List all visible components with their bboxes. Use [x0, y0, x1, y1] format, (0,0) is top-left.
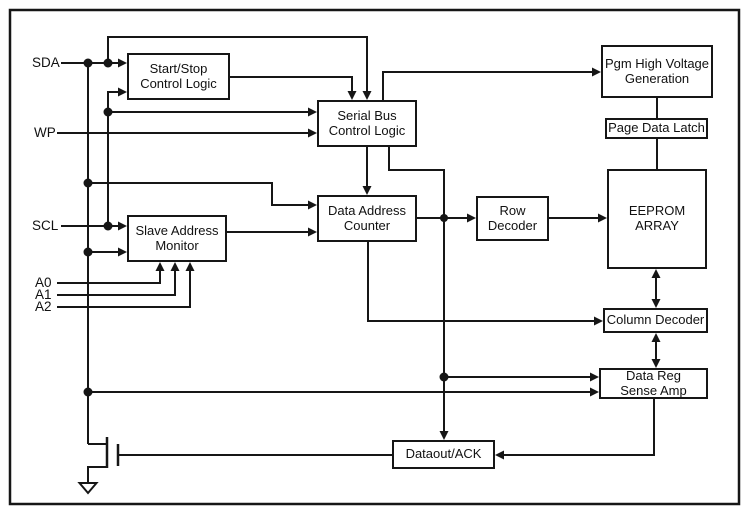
block-dataout-ack: Dataout/ACK: [392, 440, 495, 469]
junction-dot: [103, 58, 113, 68]
pin-label-scl: SCL: [32, 218, 59, 233]
wire-serialbus-to-pgmhv: [382, 71, 592, 100]
arrowheads: [118, 58, 661, 460]
arrowhead: [651, 269, 661, 278]
arrowhead: [362, 186, 372, 195]
junction-dot: [83, 247, 93, 257]
wire-sda-to-addresscounter: [88, 182, 308, 206]
block-data-address-counter: Data Address Counter: [317, 195, 417, 242]
junction-dot: [439, 372, 449, 382]
arrowhead: [362, 91, 372, 100]
pin-label-wp: WP: [34, 125, 56, 140]
arrowhead: [118, 87, 127, 97]
block-label: Dataout/ACK: [405, 446, 482, 462]
block-slave-address-monitor: Slave Address Monitor: [127, 215, 227, 262]
wire-addresscounter-to-columndecoder: [367, 242, 594, 322]
arrowhead: [592, 67, 601, 77]
arrowhead: [185, 262, 195, 271]
wire-a0: [57, 271, 161, 284]
arrowhead: [495, 450, 504, 460]
block-start-stop-control-logic: Start/Stop Control Logic: [127, 53, 230, 100]
block-row-decoder: Row Decoder: [476, 196, 549, 241]
arrowhead: [118, 221, 127, 231]
arrowhead: [170, 262, 180, 271]
mosfet-icon: [87, 437, 120, 483]
block-label: EEPROM ARRAY: [628, 203, 686, 233]
block-serial-bus-control-logic: Serial Bus Control Logic: [317, 100, 417, 147]
arrowhead: [590, 387, 599, 397]
block-label: Data Address Counter: [327, 202, 407, 233]
block-label: Serial Bus Control Logic: [328, 107, 406, 138]
block-data-reg-sense-amp: Data Reg Sense Amp: [599, 368, 708, 399]
block-column-decoder: Column Decoder: [603, 308, 708, 333]
arrowhead: [308, 227, 317, 237]
arrowhead: [155, 262, 165, 271]
arrowhead: [590, 372, 599, 382]
junction-dot: [103, 107, 113, 117]
arrowhead: [598, 213, 607, 223]
block-label: Data Reg Sense Amp: [620, 367, 687, 398]
block-label: Page Data Latch: [608, 120, 705, 136]
pin-label-a0: A0: [35, 275, 52, 290]
wire-startstop-to-serialbus: [230, 76, 353, 91]
arrowhead: [467, 213, 476, 223]
arrowhead: [308, 107, 317, 117]
block-label: Row Decoder: [487, 202, 538, 233]
block-label: Pgm High Voltage Generation: [604, 55, 710, 86]
mosfet-source: [87, 466, 107, 483]
arrowhead: [651, 299, 661, 308]
block-label: Column Decoder: [606, 312, 705, 328]
arrowhead: [347, 91, 357, 100]
ground-icon: [77, 482, 99, 495]
pin-label-sda: SDA: [32, 55, 60, 70]
arrowhead: [308, 200, 317, 210]
junction-dot: [440, 214, 448, 222]
junction-dot: [103, 221, 113, 231]
arrowhead: [651, 333, 661, 342]
block-eeprom-array: EEPROM ARRAY: [607, 169, 707, 269]
junction-dot: [83, 178, 93, 188]
diagram-border: [8, 8, 741, 506]
arrowhead: [118, 58, 127, 68]
wire-sensamp-to-dataout: [504, 399, 655, 456]
junction-dot: [83, 58, 93, 68]
arrowhead: [308, 128, 317, 138]
block-pgm-high-voltage-generation: Pgm High Voltage Generation: [601, 45, 713, 98]
arrowhead: [651, 359, 661, 368]
wire-a1: [57, 271, 176, 296]
block-label: Slave Address Monitor: [135, 222, 219, 253]
junction-dot: [83, 387, 93, 397]
block-label: Start/Stop Control Logic: [140, 60, 217, 91]
arrowhead: [594, 316, 603, 326]
wire-scl-rail-to-startstop: [107, 91, 118, 226]
wire-a2: [57, 271, 191, 308]
wire-serialbus-to-dataout-rail: [388, 147, 445, 431]
arrowhead: [118, 247, 127, 257]
junction-dots: [83, 58, 449, 397]
pin-label-a2: A2: [35, 299, 52, 314]
arrowhead: [439, 431, 449, 440]
wire-sda-to-serialbus-top: [107, 36, 368, 91]
pin-label-a1: A1: [35, 287, 52, 302]
block-page-data-latch: Page Data Latch: [605, 118, 708, 139]
